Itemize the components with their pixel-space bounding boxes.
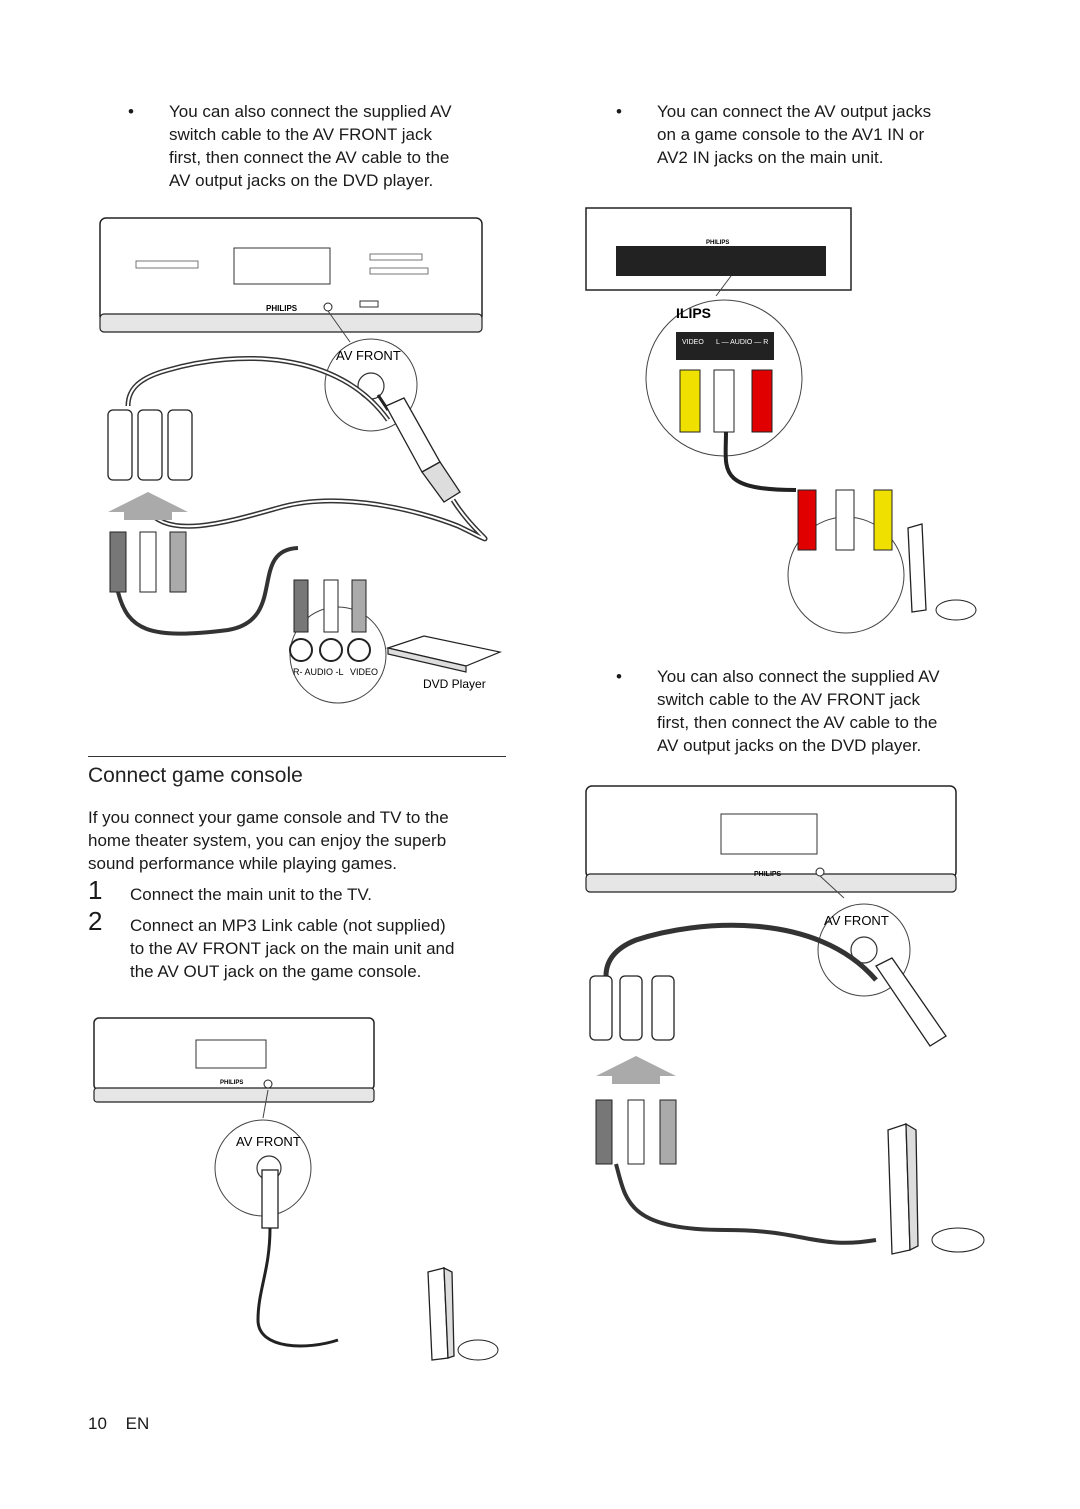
step-line: Connect the main unit to the TV. xyxy=(130,885,372,904)
figure-dvd-connection: PHILIPS AV FRONT R- AUDIO -L VIDEO xyxy=(99,217,503,704)
rca-plugs-right xyxy=(289,579,371,662)
page-number: 10 xyxy=(88,1414,107,1433)
intro-line: home theater system, you can enjoy the s… xyxy=(88,831,447,850)
brand-logo: PHILIPS xyxy=(266,304,298,313)
section-divider xyxy=(88,756,506,757)
rca-plugs-av-in xyxy=(679,369,773,433)
dvd-player-icon xyxy=(385,635,503,673)
bullet-line: on a game console to the AV1 IN or xyxy=(657,125,925,144)
bullet-line: You can also connect the supplied AV xyxy=(657,667,940,686)
game-console-icon xyxy=(887,1122,985,1255)
bullet-dot: • xyxy=(616,667,622,686)
mini-jack-plug xyxy=(376,394,461,503)
right-bullet-mid: • You can also connect the supplied AV s… xyxy=(616,665,996,760)
game-console-icon xyxy=(427,1266,499,1361)
left-bullet-top: • You can also connect the supplied AV s… xyxy=(128,100,508,195)
video-label: VIDEO xyxy=(350,667,378,677)
rca-socket-connectors xyxy=(589,975,675,1041)
bullet-line: switch cable to the AV FRONT jack xyxy=(169,125,432,144)
rca-plugs-left xyxy=(109,531,187,593)
step-number: 1 xyxy=(88,875,103,905)
bullet-line: switch cable to the AV FRONT jack xyxy=(657,690,920,709)
game-console-icon xyxy=(907,523,977,621)
mini-jack-plug xyxy=(875,957,947,1047)
zoom-brand: ILIPS xyxy=(676,305,711,321)
audio-label: L — AUDIO — R xyxy=(716,339,768,346)
main-unit-illustration: PHILIPS xyxy=(99,217,483,333)
brand-logo: PHILIPS xyxy=(706,240,729,246)
audio-label: R- AUDIO -L xyxy=(293,667,344,677)
av-front-label: AV FRONT xyxy=(236,1134,301,1149)
device-label: DVD Player xyxy=(423,677,486,691)
figure-av-in-connection: PHILIPS ILIPS VIDEO L — AUDIO — R xyxy=(585,207,977,634)
mini-jack-plug xyxy=(261,1169,279,1229)
rca-plugs-console xyxy=(797,489,893,551)
rca-socket-connectors xyxy=(107,409,193,481)
main-unit-illustration: PHILIPS xyxy=(585,785,957,893)
brand-logo: PHILIPS xyxy=(220,1080,243,1086)
bullet-line: You can connect the AV output jacks xyxy=(657,102,932,121)
brand-logo: PHILIPS xyxy=(754,871,782,878)
step-line: Connect an MP3 Link cable (not supplied) xyxy=(130,916,446,935)
right-bullet-top: • You can connect the AV output jacks on… xyxy=(616,100,996,172)
video-label: VIDEO xyxy=(682,339,704,346)
main-unit-rear-illustration: PHILIPS xyxy=(585,207,852,291)
language-code: EN xyxy=(125,1414,150,1433)
bullet-dot: • xyxy=(616,102,622,121)
main-unit-illustration: PHILIPS xyxy=(93,1017,375,1103)
figure-game-console-av-front: PHILIPS AV FRONT xyxy=(93,1017,499,1361)
bullet-line: AV2 IN jacks on the main unit. xyxy=(657,148,884,167)
up-arrow xyxy=(108,492,188,520)
step-line: the AV OUT jack on the game console. xyxy=(130,962,422,981)
bullet-line: first, then connect the AV cable to the xyxy=(169,148,450,167)
av-front-label: AV FRONT xyxy=(336,348,401,363)
section-title: Connect game console xyxy=(88,764,303,787)
bullet-line: AV output jacks on the DVD player. xyxy=(657,736,922,755)
section-intro: If you connect your game console and TV … xyxy=(88,806,508,875)
intro-line: If you connect your game console and TV … xyxy=(88,808,449,827)
bullet-line: AV output jacks on the DVD player. xyxy=(169,171,434,190)
intro-line: sound performance while playing games. xyxy=(88,854,398,873)
rca-plugs xyxy=(595,1099,677,1165)
page-footer: 10 EN xyxy=(88,1414,163,1434)
up-arrow xyxy=(596,1056,676,1084)
av-front-label: AV FRONT xyxy=(824,913,889,928)
step-line: to the AV FRONT jack on the main unit an… xyxy=(130,939,455,958)
bullet-line: first, then connect the AV cable to the xyxy=(657,713,938,732)
bullet-line: You can also connect the supplied AV xyxy=(169,102,452,121)
figure-game-console-switch-cable: PHILIPS AV FRONT xyxy=(585,785,985,1255)
bullet-dot: • xyxy=(128,102,134,121)
step-number: 2 xyxy=(88,906,103,936)
